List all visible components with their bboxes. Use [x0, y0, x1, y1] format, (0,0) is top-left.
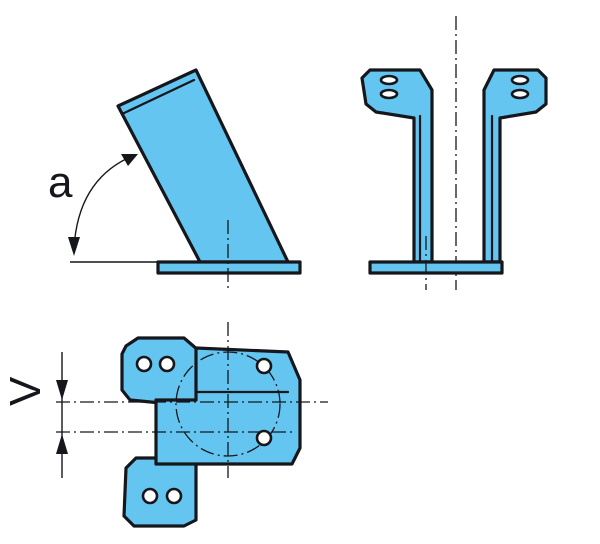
left-tab-hole-top: [379, 74, 399, 86]
base-plate-front: [368, 260, 504, 275]
angle-label: a: [48, 158, 73, 207]
post-top-edge: [120, 78, 196, 116]
left-tab-hole-bottom: [379, 88, 399, 100]
top-view: V: [1, 322, 328, 528]
right-tab-and-leg: [482, 68, 548, 264]
top-hole-lower-left: [141, 487, 159, 505]
top-hole-upper-right: [158, 355, 176, 373]
angle-arc: [73, 157, 129, 249]
tilted-post: [116, 68, 290, 264]
right-tab-hole-top: [510, 74, 530, 86]
angle-arrow-top: [121, 154, 138, 166]
bolt-hole-lower: [255, 429, 273, 447]
front-view: [360, 16, 548, 290]
angle-arrow-bottom: [68, 237, 80, 256]
left-tab-and-leg: [360, 68, 434, 264]
top-tab-lower: [122, 446, 198, 528]
offset-arrow-top: [56, 380, 68, 400]
top-hole-upper-left: [135, 355, 153, 373]
side-view-tilted: a: [48, 68, 302, 290]
bolt-hole-upper: [255, 357, 273, 375]
offset-label: V: [1, 376, 50, 406]
top-hole-lower-right: [165, 487, 183, 505]
base-plate-side: [156, 260, 302, 275]
offset-arrow-bottom: [56, 434, 68, 454]
right-tab-hole-bottom: [510, 88, 530, 100]
